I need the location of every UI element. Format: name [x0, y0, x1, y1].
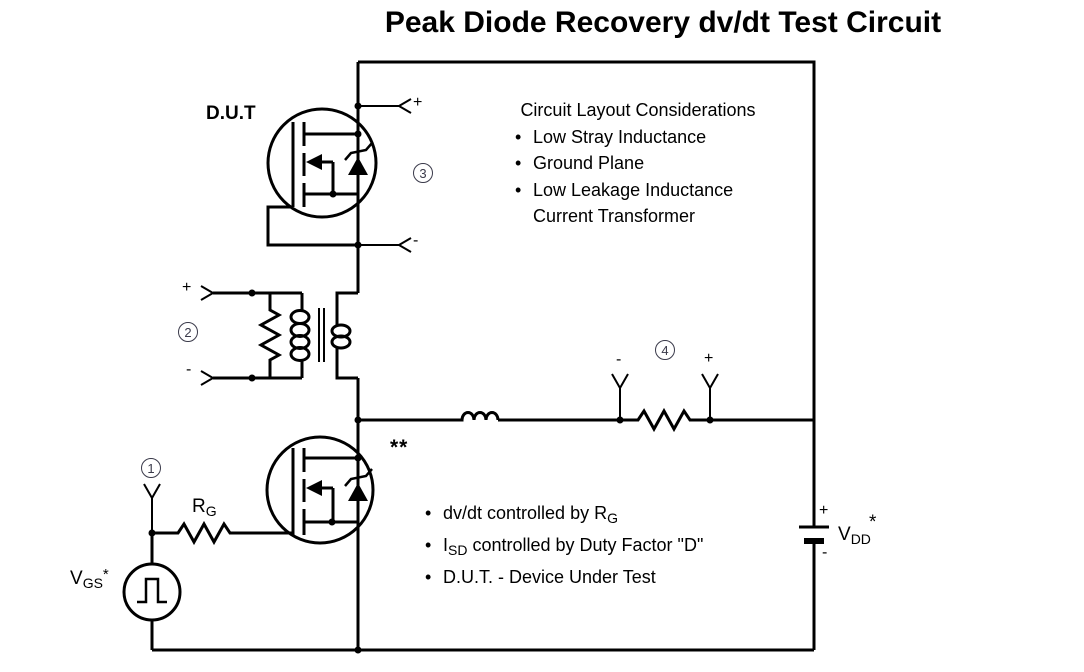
marker-1: 1	[141, 458, 161, 478]
bullet-icon: •	[515, 126, 522, 147]
bullet-icon: •	[425, 503, 432, 523]
test-note-2-text: ISD controlled by Duty Factor "D"	[443, 535, 704, 558]
test-notes: • dv/dt controlled by RG • ISD controlle…	[425, 500, 703, 591]
test-note-1: • dv/dt controlled by RG	[425, 500, 703, 532]
test-note-2: • ISD controlled by Duty Factor "D"	[425, 532, 703, 564]
probe-xfmr-minus-sign: -	[186, 361, 192, 378]
probe-gate-icon	[143, 483, 161, 533]
primary-turn	[289, 309, 311, 325]
test-note-3-text: D.U.T. - Device Under Test	[443, 567, 656, 587]
mosfet-dut-body-circle	[266, 107, 378, 219]
layout-bullet-2: • Ground Plane	[515, 150, 788, 177]
probe-xfmr-plus-sign: +	[182, 279, 192, 296]
transformer-lead-wires	[213, 291, 302, 380]
marker-3: 3	[413, 163, 433, 183]
supply-voltage-star: *	[869, 512, 877, 533]
primary-turn	[289, 346, 311, 362]
current-transformer	[213, 291, 352, 380]
junction-dots	[148, 102, 714, 654]
probe-dut-minus-icon	[358, 237, 412, 253]
probe-dut-plus-icon	[358, 98, 412, 114]
gate-source-voltage-label: VGS*	[70, 566, 109, 591]
diagram-title: Peak Diode Recovery dv/dt Test Circuit	[384, 6, 942, 39]
layout-considerations-heading: Circuit Layout Considerations	[520, 100, 756, 120]
probe-dut-plus-sign: +	[413, 94, 423, 111]
mosfet-driver-body-circle	[265, 435, 375, 545]
gate-drive-network	[122, 520, 293, 650]
mosfet-driver-diode-icon	[348, 483, 368, 501]
battery-minus-sign: -	[822, 544, 828, 561]
burden-resistor	[257, 293, 283, 378]
mosfet-driver-diode-cathode	[344, 468, 373, 487]
gate-resistor-base: R	[192, 496, 206, 517]
test-note-3: • D.U.T. - Device Under Test	[425, 564, 703, 591]
vgs-star: *	[102, 566, 109, 583]
layout-bullet-2-text: Ground Plane	[533, 153, 645, 173]
mosfet-dut-diode-cathode	[344, 142, 373, 161]
mosfet-driver-arrow-icon	[306, 480, 322, 496]
test-note-1-text: dv/dt controlled by RG	[443, 503, 618, 526]
layout-continuation: Current Transformer	[515, 203, 788, 230]
supply-rail-wire	[358, 60, 816, 650]
layout-bullet-1: • Low Stray Inductance	[515, 124, 788, 151]
probe-shunt-minus-sign: -	[616, 351, 622, 368]
marker-4: 4	[655, 340, 675, 360]
mosfet-driver	[265, 435, 375, 545]
dut-label: D.U.T	[206, 103, 256, 124]
probe-shunt-plus-icon	[701, 373, 719, 420]
transformer-core	[318, 308, 325, 362]
gate-resistor-sub: G	[205, 503, 217, 519]
vgs-sub: GS	[82, 575, 103, 591]
mosfet-dut-diode-icon	[348, 157, 368, 175]
bullet-icon: •	[425, 567, 432, 587]
load-loop-wire	[358, 407, 814, 433]
pulse-waveform-icon	[137, 577, 167, 604]
mosfet-dut	[266, 107, 378, 247]
battery-vdd	[799, 525, 829, 544]
secondary-turn	[330, 334, 352, 350]
layout-bullet-3-text: Low Leakage Inductance	[533, 179, 734, 200]
vdd-base: V	[838, 524, 851, 545]
supply-voltage-label: VDD	[838, 524, 871, 547]
layout-considerations: Circuit Layout Considerations • Low Stra…	[488, 97, 788, 230]
secondary-jog-wire	[335, 291, 358, 380]
layout-bullet-1-text: Low Stray Inductance	[533, 126, 707, 147]
vdd-sub: DD	[850, 531, 871, 547]
marker-2: 2	[178, 322, 198, 342]
layout-continuation-text: Current Transformer	[533, 206, 696, 226]
mosfet-dut-gate-short-wire	[266, 205, 358, 247]
probe-xfmr-minus-icon	[200, 370, 214, 386]
gate-resistor	[152, 520, 293, 546]
layout-bullet-3: • Low Leakage Inductance	[515, 177, 788, 204]
probe-xfmr-plus-icon	[200, 285, 214, 301]
bullet-icon: •	[515, 179, 522, 200]
probe-shunt-minus-icon	[611, 373, 629, 420]
probe-dut-minus-sign: -	[413, 232, 419, 249]
mosfet-dut-arrow-icon	[306, 154, 322, 170]
probe-shunt-plus-sign: +	[704, 350, 714, 367]
vgs-base: V	[70, 568, 83, 589]
bullet-icon: •	[425, 535, 432, 555]
pulse-source	[122, 562, 182, 622]
probes	[143, 98, 719, 533]
battery-plus-sign: +	[819, 502, 829, 519]
gate-resistor-label: RG	[192, 496, 217, 519]
bullet-icon: •	[515, 153, 522, 173]
double-asterisk-note: **	[390, 436, 409, 459]
